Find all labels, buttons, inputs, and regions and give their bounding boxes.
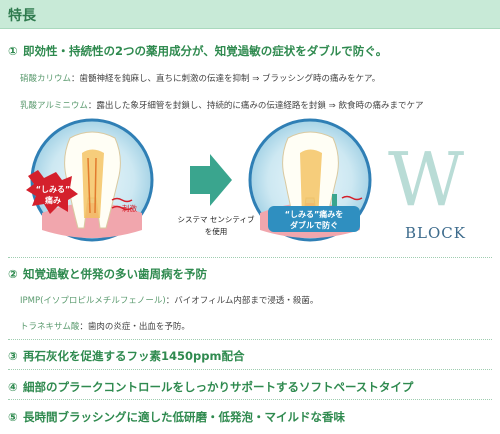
wblock-logo-w: W <box>388 137 465 223</box>
feature-1-line-2: 乳酸アルミニウム：露出した象牙細管を封鎖し、持続的に痛みの伝達経路を封鎖 ⇒ 飲… <box>20 101 424 111</box>
section-header: 特長 <box>0 0 500 29</box>
transition-arrow <box>190 154 232 206</box>
feature-2-line-2: トラネキサム酸：歯肉の炎症・出血を予防。 <box>20 322 190 332</box>
feature-2-line-1: IPMP(イソプロピルメチルフェノール)：バイオフィルム内部まで浸透・殺菌。 <box>20 296 319 306</box>
divider <box>8 257 492 258</box>
feature-1-line-1: 硝酸カリウム：歯髄神経を鈍麻し、直ちに刺激の伝達を抑制 ⇒ ブラッシング時の痛み… <box>20 74 381 84</box>
pain-bubble-text: “しみる”痛み <box>35 185 71 205</box>
after-bubble-text: “しみる”痛みをダブルで防ぐ <box>284 210 344 230</box>
before-tooth-circle <box>30 118 154 242</box>
divider <box>8 369 492 370</box>
product-usage-label: システマ センシティブを使用 <box>177 215 255 236</box>
after-bubble <box>268 206 360 232</box>
tooth-illustration <box>26 118 372 242</box>
stimulus-label: 刺激 <box>122 204 137 213</box>
divider <box>8 399 492 400</box>
pain-bubble <box>26 170 78 214</box>
header-title: 特長 <box>8 8 36 24</box>
divider <box>8 339 492 340</box>
stimulus-marks <box>111 197 133 211</box>
wblock-logo-text: BLOCK <box>405 224 466 242</box>
